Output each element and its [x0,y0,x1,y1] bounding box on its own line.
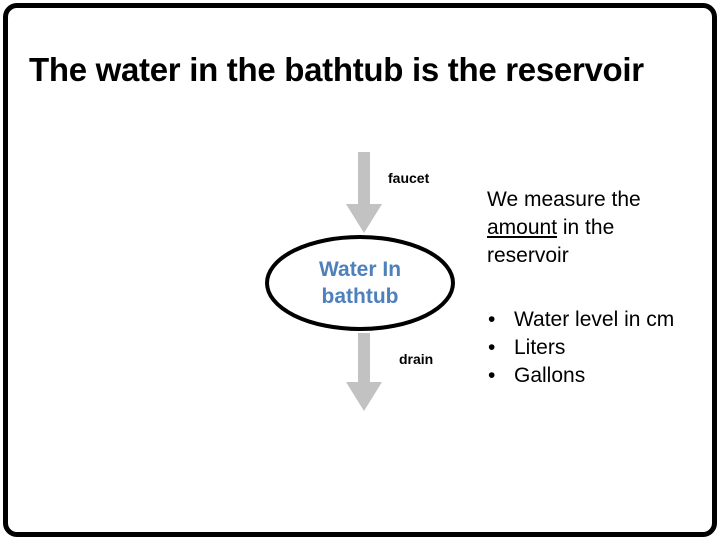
measure-line2-rest: in the [557,216,615,239]
measure-line3: reservoir [487,244,569,267]
bullet-item-water-level: Water level in cm [487,306,702,334]
bullet-item-gallons: Gallons [487,362,702,390]
bathtub-ellipse [265,235,455,331]
faucet-arrow-icon [346,152,382,233]
drain-label: drain [399,351,434,367]
bathtub-node-label: Water In bathtub [267,236,453,330]
measure-text: We measure the amount in the reservoir [487,186,702,270]
bullet-item-liters: Liters [487,334,702,362]
notes-block: We measure the amount in the reservoir W… [487,186,702,390]
bathtub-node-line1: Water In [318,258,402,281]
slide-title: The water in the bathtub is the reservoi… [29,51,644,88]
measure-line1: We measure the [487,188,641,211]
measure-underlined-word: amount [487,216,558,239]
measure-line2: amount in the [487,214,702,242]
drain-arrow-icon [346,333,382,411]
bullet-list: Water level in cm Liters Gallons [487,306,702,390]
faucet-label: faucet [388,170,430,186]
bathtub-node-line2: bathtub [321,285,399,308]
